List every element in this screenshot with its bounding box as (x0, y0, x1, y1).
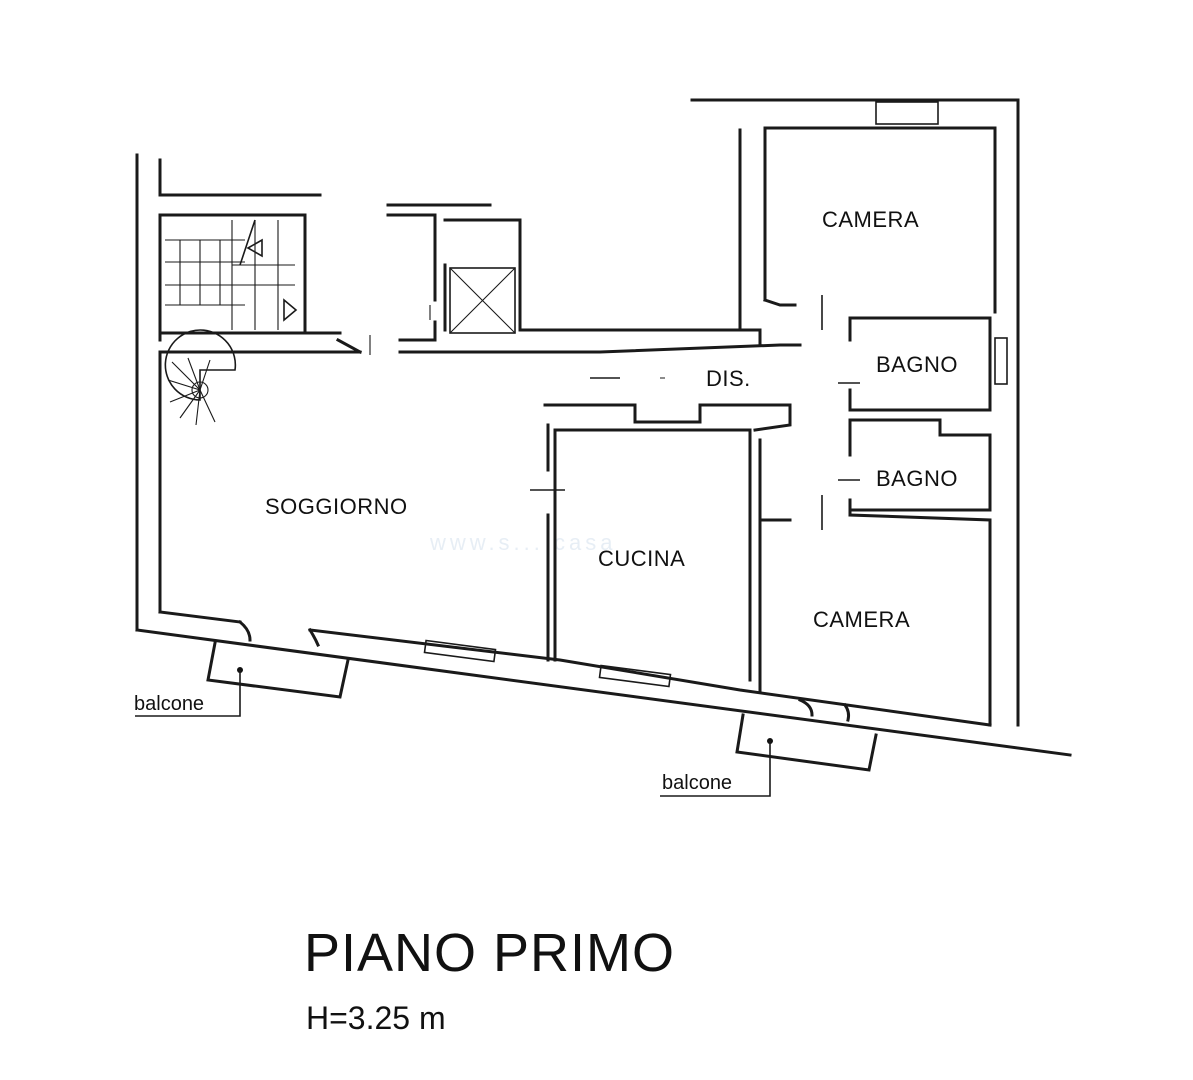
room-label-bagno-bottom: BAGNO (876, 466, 958, 491)
spiral-stair (164, 329, 237, 426)
exterior-walls (135, 98, 1020, 727)
room-label-bagno-top: BAGNO (876, 352, 958, 377)
balcony-label-left: balcone (134, 693, 204, 715)
staircase (165, 219, 298, 330)
room-label-dis: DIS. (706, 366, 751, 391)
room-label-camera-top: CAMERA (822, 207, 919, 232)
balcony-label-right: balcone (662, 772, 732, 794)
interior-walls (369, 295, 1008, 727)
room-label-soggiorno: SOGGIORNO (265, 494, 408, 519)
plan-title: PIANO PRIMO (304, 923, 676, 983)
balconies (135, 641, 878, 797)
room-label-cucina: CUCINA (598, 546, 685, 571)
room-label-camera-bottom: CAMERA (813, 607, 910, 632)
watermark: www.s... casa (429, 530, 616, 555)
ceiling-height: H=3.25 m (306, 1000, 446, 1036)
south-facade (135, 610, 1072, 757)
